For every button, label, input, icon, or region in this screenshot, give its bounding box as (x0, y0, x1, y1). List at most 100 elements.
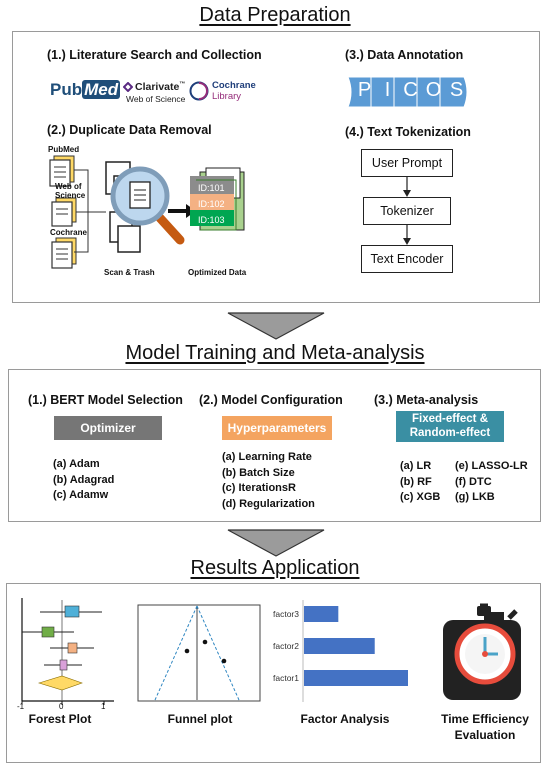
forest-study-box (59, 659, 68, 671)
picos-letter-c: C (403, 79, 418, 101)
magnifying-glass-icon (110, 166, 185, 245)
meta-model-list-left: (a) LR (b) RF (c) XGB (400, 459, 440, 506)
funnel-study-point (221, 658, 227, 664)
forest-study-box (67, 642, 78, 654)
factor-analysis-chart: factor3 factor2 factor1 (273, 600, 408, 702)
forest-plot-caption: Forest Plot (28, 712, 92, 726)
picos-letter-o: O (425, 79, 442, 101)
forest-plot (21, 598, 114, 705)
picos-banner (347, 76, 468, 108)
picos-letter-p: P (357, 79, 372, 101)
cochrane-doc-icon (51, 237, 77, 269)
flow-arrows (403, 177, 411, 245)
optimizer-list: (a) Adam (b) Adagrad (c) Adamw (53, 457, 114, 504)
factor-tick-label: factor3 (273, 609, 299, 619)
flow-tokenizer: Tokenizer (363, 197, 451, 225)
step-duplicate-removal: (2.) Duplicate Data Removal (47, 123, 212, 137)
col3-heading: (3.) Meta-analysis (374, 393, 479, 407)
forest-study-box (41, 626, 55, 638)
tag-line-fixed: Fixed-effect & (411, 413, 489, 425)
hyperparameter-list: (a) Learning Rate (b) Batch Size (c) Ite… (222, 450, 315, 512)
picos-letters: P I C O S (348, 78, 474, 106)
pubmed-logo-text-b: Med (82, 80, 121, 99)
source-label-cochrane: Cochrane (50, 228, 87, 237)
meta-model-item: (e) LASSO-LR (455, 460, 528, 472)
optimizer-item: (b) Adagrad (53, 473, 115, 486)
source-label-pubmed: PubMed (48, 145, 80, 154)
flow-text-encoder: Text Encoder (361, 245, 453, 273)
meta-model-item: (c) XGB (400, 491, 441, 503)
optimizer-item: (c) Adamw (53, 489, 109, 501)
col2-heading: (2.) Model Configuration (199, 393, 343, 407)
scan-and-trash-label: Scan & Trash (104, 268, 155, 277)
tag-line-random: Random-effect (409, 427, 491, 439)
factor-bar (304, 638, 375, 654)
library-text: Library (212, 91, 242, 102)
funnel-study-point (184, 648, 190, 654)
forest-summary-diamond (37, 675, 83, 691)
factor-tick-label: factor1 (273, 673, 299, 683)
clarivate-mark-icon (123, 82, 133, 92)
step-data-annotation: (3.) Data Annotation (345, 48, 464, 62)
flow-user-prompt: User Prompt (361, 149, 453, 177)
model-training-panel (8, 369, 541, 522)
optimizer-item: (a) Adam (53, 458, 100, 470)
fixed-random-effect-tag: Fixed-effect & Random-effect (396, 411, 504, 442)
hyperparameter-item: (d) Regularization (222, 497, 315, 510)
funnel-plot (137, 604, 261, 702)
section-title-results-application: Results Application (190, 557, 360, 579)
factor-bar (304, 606, 339, 622)
id-103-label: ID:103 (198, 215, 225, 225)
hyperparameters-tag: Hyperparameters (222, 416, 332, 440)
id-102-label: ID:102 (198, 199, 225, 209)
meta-model-item: (a) LR (400, 460, 432, 472)
picos-letter-s: S (449, 79, 464, 101)
section-arrow-1 (227, 312, 325, 340)
clarivate-text: Clarivate (135, 81, 180, 93)
time-efficiency-caption-line2: Evaluation (454, 728, 516, 742)
cochrane-circle-icon (189, 81, 209, 101)
forest-tick-0: 0 (59, 702, 64, 711)
meta-model-item: (b) RF (400, 475, 432, 488)
step-literature-search: (1.) Literature Search and Collection (47, 48, 262, 62)
step-text-tokenization: (4.) Text Tokenization (345, 125, 471, 139)
meta-model-item: (f) DTC (455, 475, 492, 488)
meta-model-list-right: (e) LASSO-LR (f) DTC (g) LKB (455, 459, 528, 506)
funnel-boundary-right (196, 605, 240, 701)
picos-letter-i: I (384, 79, 391, 101)
pubmed-logo-text-a: Pub (50, 80, 83, 99)
forest-tick-1: 1 (101, 702, 106, 711)
time-efficiency-caption-line1: Time Efficiency (441, 712, 529, 726)
cochrane-library-logo: Cochrane Library (189, 80, 259, 104)
factor-tick-label: factor2 (273, 641, 299, 651)
id-101-label: ID:101 (198, 183, 225, 193)
pubmed-doc-icon (49, 155, 75, 187)
factor-bar (304, 670, 408, 686)
merge-connectors (74, 169, 106, 253)
optimized-data-label: Optimized Data (188, 268, 247, 277)
hyperparameter-item: (b) Batch Size (222, 466, 295, 479)
forest-tick-neg1: -1 (17, 702, 25, 711)
hyperparameter-item: (c) IterationsR (222, 482, 296, 494)
funnel-boundary-left (154, 605, 198, 701)
section-arrow-2 (227, 529, 325, 557)
hyperparameter-item: (a) Learning Rate (222, 451, 312, 463)
optimized-data-folder-icon (190, 167, 245, 231)
section-title-model-training: Model Training and Meta-analysis (125, 342, 425, 364)
funnel-study-point (202, 639, 208, 645)
forest-study-box (64, 605, 80, 618)
web-of-science-doc-icon (51, 197, 77, 227)
duplicate-removal-diagram (49, 155, 245, 269)
cochrane-text: Cochrane (212, 80, 256, 91)
factor-analysis-caption: Factor Analysis (300, 712, 390, 726)
source-label-web-of-science: Web of Science (55, 182, 86, 200)
meta-model-item: (g) LKB (455, 491, 495, 503)
optimizer-tag: Optimizer (54, 416, 162, 440)
stopwatch-icon (443, 603, 521, 700)
section-title-data-preparation: Data Preparation (199, 4, 351, 26)
funnel-plot-caption: Funnel plot (167, 712, 233, 726)
clarivate-trademark: ™ (179, 81, 186, 88)
web-of-science-text: Web of Science (126, 94, 186, 104)
col1-heading: (1.) BERT Model Selection (28, 393, 183, 407)
